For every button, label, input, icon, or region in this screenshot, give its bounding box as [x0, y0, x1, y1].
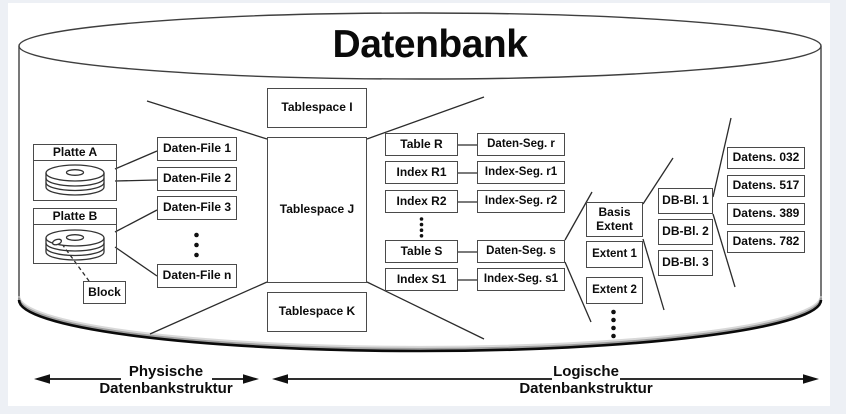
disk-a-box: Platte A — [33, 144, 117, 201]
index-box: Index S1 — [385, 268, 458, 291]
logical-structure-label-line2: Datenbankstruktur — [519, 380, 653, 397]
db-block-box: DB-Bl. 1 — [658, 188, 713, 214]
physical-structure-label-line2: Datenbankstruktur — [99, 380, 233, 397]
logical-structure-label: Logische Datenbankstruktur — [511, 363, 661, 397]
fan-lines — [146, 96, 736, 340]
segment-box: Index-Seg. r2 — [477, 190, 565, 213]
table-box: Table R — [385, 133, 458, 156]
block-box: Block — [83, 281, 126, 304]
disk-b-box: Platte B — [33, 208, 117, 264]
tablespace-i-box: Tablespace I — [267, 88, 367, 128]
basis-extent-box: Basis Extent — [586, 202, 643, 237]
extent-box: Extent 2 — [586, 277, 643, 304]
disk-icon — [45, 164, 105, 196]
record-box: Datens. 389 — [727, 203, 805, 225]
physical-structure-label: Physische Datenbankstruktur — [91, 363, 241, 397]
physical-structure-label-line1: Physische — [128, 363, 204, 380]
segment-box: Index-Seg. s1 — [477, 268, 565, 291]
logical-structure-label-line1: Logische — [553, 363, 619, 380]
tablespace-j-box: Tablespace J — [267, 137, 367, 283]
daten-file-box: Daten-File n — [157, 264, 237, 288]
segment-box: Index-Seg. r1 — [477, 161, 565, 184]
tablespace-k-box: Tablespace K — [267, 292, 367, 332]
ellipsis-dots — [194, 217, 616, 339]
index-box: Index R2 — [385, 190, 458, 213]
disk-a-label: Platte A — [34, 145, 116, 161]
db-block-box: DB-Bl. 2 — [658, 219, 713, 245]
segment-box: Daten-Seg. s — [477, 240, 565, 263]
extent-box: Extent 1 — [586, 241, 643, 268]
table-box: Table S — [385, 240, 458, 263]
disk-b-label: Platte B — [34, 209, 116, 225]
record-box: Datens. 032 — [727, 147, 805, 169]
logical-structure-arrow — [272, 374, 819, 384]
connector-lines — [61, 144, 477, 282]
record-box: Datens. 782 — [727, 231, 805, 253]
index-box: Index R1 — [385, 161, 458, 184]
daten-file-box: Daten-File 2 — [157, 167, 237, 191]
block-marker-icon — [51, 238, 63, 246]
page-title: Datenbank — [332, 23, 528, 66]
daten-file-box: Daten-File 1 — [157, 137, 237, 161]
daten-file-box: Daten-File 3 — [157, 196, 237, 220]
physical-structure-arrow — [34, 374, 259, 384]
segment-box: Daten-Seg. r — [477, 133, 565, 156]
record-box: Datens. 517 — [727, 175, 805, 197]
db-block-box: DB-Bl. 3 — [658, 250, 713, 276]
disk-icon — [45, 229, 105, 261]
